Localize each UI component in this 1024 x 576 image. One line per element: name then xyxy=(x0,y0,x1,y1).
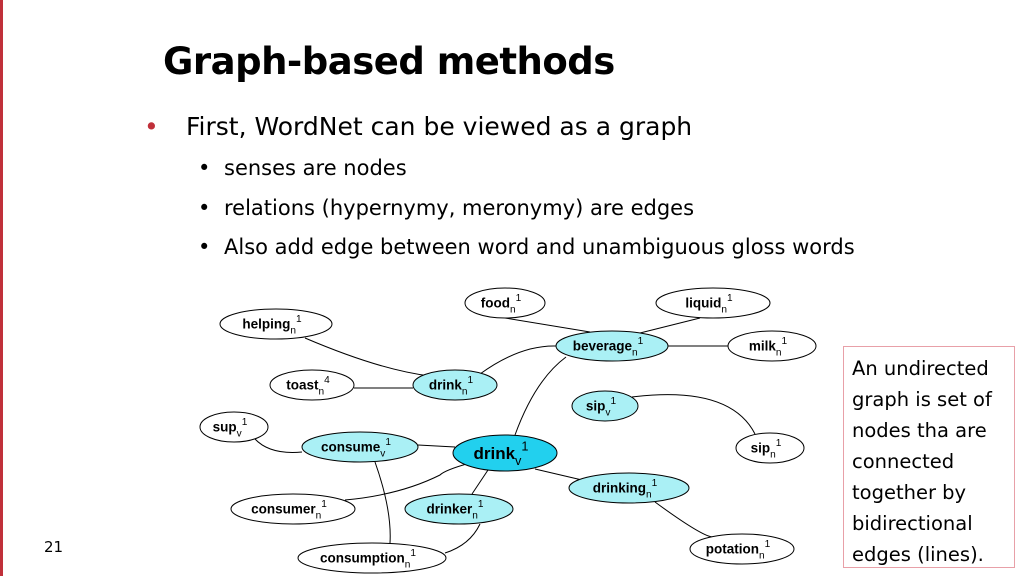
graph-edge xyxy=(374,461,391,544)
node-ellipse xyxy=(568,472,690,504)
note-line: nodes tha are xyxy=(852,419,987,442)
sub-bullet-text: Also add edge between word and unambiguo… xyxy=(224,235,855,259)
node-label: sipv1 xyxy=(586,396,617,418)
node-ellipse xyxy=(571,390,639,422)
graph-edge xyxy=(479,345,557,375)
node-label: drinkingn1 xyxy=(593,478,658,500)
node-label: drinkern1 xyxy=(426,499,483,521)
node-label: beveragen1 xyxy=(573,336,644,358)
node-label: foodn1 xyxy=(481,293,522,315)
node-ellipse xyxy=(452,434,558,472)
graph-node-consumption: consumptionn1 xyxy=(297,542,447,574)
graph-edge xyxy=(639,317,701,334)
node-ellipse xyxy=(735,432,805,464)
graph-edge xyxy=(534,468,583,481)
node-label: liquidn1 xyxy=(685,293,733,315)
node-label: milkn1 xyxy=(749,336,788,358)
graph-edge xyxy=(444,523,481,554)
node-ellipse xyxy=(555,330,669,362)
graph-edge xyxy=(654,501,713,538)
graph-node-sup: supv1 xyxy=(199,411,269,443)
sub-bullet-text: senses are nodes xyxy=(224,156,407,180)
graph-node-drinker: drinkern1 xyxy=(404,493,514,525)
node-label: drinkv1 xyxy=(473,438,528,467)
graph-edges xyxy=(254,317,756,554)
node-label: sipn1 xyxy=(751,438,782,460)
node-ellipse xyxy=(219,308,333,340)
node-ellipse xyxy=(689,533,795,565)
node-ellipse xyxy=(464,287,546,319)
node-label: potationn1 xyxy=(706,539,771,561)
node-ellipse xyxy=(297,542,447,574)
graph-edge xyxy=(514,356,567,436)
graph-node-helping: helpingn1 xyxy=(219,308,333,340)
node-ellipse xyxy=(412,369,498,401)
node-label: drinkn1 xyxy=(429,375,474,397)
graph-node-sipv: sipv1 xyxy=(571,390,639,422)
graph-node-food: foodn1 xyxy=(464,287,546,319)
node-ellipse xyxy=(301,431,419,463)
graph-node-drinking: drinkingn1 xyxy=(568,472,690,504)
node-label: supv1 xyxy=(213,417,248,439)
graph-node-potation: potationn1 xyxy=(689,533,795,565)
sub-bullet-text: relations (hypernymy, meronymy) are edge… xyxy=(224,196,695,220)
graph-edge xyxy=(417,444,456,448)
note-line: connected xyxy=(852,450,955,473)
node-label: consumern1 xyxy=(251,499,327,521)
bullet-dot-icon: • xyxy=(144,112,159,141)
left-accent-bar xyxy=(0,0,3,576)
graph-node-beverage: beveragen1 xyxy=(555,330,669,362)
graph-node-milk: milkn1 xyxy=(727,330,817,362)
note-line: graph is set of xyxy=(852,388,992,411)
bullet-main-text: First, WordNet can be viewed as a graph xyxy=(186,112,693,141)
graph-node-consumer: consumern1 xyxy=(230,493,356,525)
graph-node-consume: consumev1 xyxy=(301,431,419,463)
node-label: consumev1 xyxy=(321,437,391,459)
graph-edge xyxy=(254,438,303,453)
graph-node-drinkv: drinkv1 xyxy=(452,434,558,472)
node-ellipse xyxy=(230,493,356,525)
graph-edge xyxy=(471,469,489,495)
sub-bullet-dot-icon: • xyxy=(198,235,211,259)
graph-edge xyxy=(304,337,431,377)
node-ellipse xyxy=(727,330,817,362)
graph-edge xyxy=(631,394,756,435)
node-ellipse xyxy=(199,411,269,443)
graph-node-liquid: liquidn1 xyxy=(655,287,771,319)
definition-note: An undirected graph is set of nodes tha … xyxy=(843,346,1015,568)
slide-title: Graph-based methods xyxy=(163,40,615,83)
note-line: An undirected xyxy=(852,357,989,380)
sub-bullet-dot-icon: • xyxy=(198,156,211,180)
note-line: edges (lines). xyxy=(852,543,984,566)
graph-edge xyxy=(504,317,591,333)
node-label: helpingn1 xyxy=(242,314,302,336)
graph-nodes: foodn1 liquidn1 helpingn1 beveragen1 milkn1 t… xyxy=(199,287,817,574)
sub-bullet-dot-icon: • xyxy=(198,196,211,220)
note-line: together by xyxy=(852,481,967,504)
graph-edge xyxy=(344,462,471,501)
node-ellipse xyxy=(655,287,771,319)
node-label: toastn4 xyxy=(286,375,330,397)
graph-node-sipn: sipn1 xyxy=(735,432,805,464)
slide-number: 21 xyxy=(44,538,64,556)
graph-node-drinkn: drinkn1 xyxy=(412,369,498,401)
node-ellipse xyxy=(404,493,514,525)
note-line: bidirectional xyxy=(852,512,973,535)
node-ellipse xyxy=(269,369,355,401)
node-label: consumptionn1 xyxy=(320,548,416,570)
graph-node-toast: toastn4 xyxy=(269,369,355,401)
